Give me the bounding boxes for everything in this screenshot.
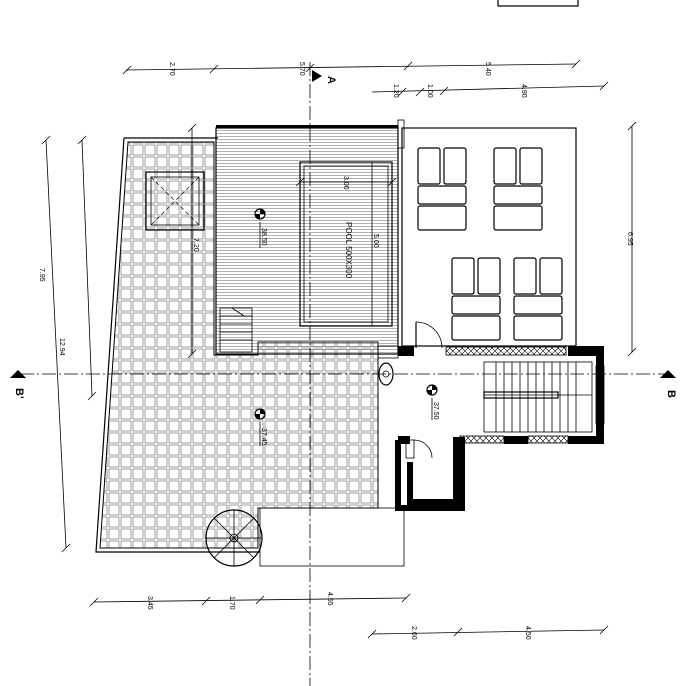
top-sub-dimension-row: 1.20 1.00 4.90	[371, 81, 609, 98]
top-dim-1: 2.70	[168, 62, 175, 76]
section-marker-b: B	[660, 370, 677, 398]
section-marker-a: A	[312, 70, 337, 84]
skylight	[145, 171, 205, 231]
entry-door	[415, 321, 443, 349]
deck-depth-label: 7.20	[192, 238, 199, 252]
bottom-dim-2: 1.70	[228, 596, 235, 610]
pool-deck	[215, 125, 399, 355]
deck-depth-dim: 7.20	[187, 123, 199, 359]
pool-length-label: 5.00	[372, 234, 379, 248]
pool-width-label: 3.00	[342, 176, 349, 190]
terrace-area	[95, 137, 379, 553]
level-marker-deck: 38.50	[254, 208, 267, 248]
level-marker-landing: 37.50	[426, 384, 439, 420]
section-marker-b-label: B	[665, 390, 677, 398]
bottom-sub-dim-1: 2.60	[410, 626, 417, 640]
pool-length-dim: 5.00	[371, 162, 379, 326]
top-sub-dim-1: 1.20	[392, 84, 399, 98]
stair-core	[398, 346, 605, 444]
lounge-area	[397, 119, 577, 347]
top-sub-dim-3: 4.90	[520, 84, 527, 98]
bottom-sub-dimension-row: 2.60 4.50	[367, 625, 609, 640]
pool-width-dim: 3.00	[295, 176, 397, 190]
small-room	[395, 437, 465, 511]
top-dim-3: 5.40	[484, 62, 491, 76]
right-side-label: 6.95	[626, 232, 633, 246]
left-inner-dimension: 7.95	[38, 135, 97, 401]
section-marker-b-prime: B'	[10, 370, 26, 399]
lounger-set-3	[451, 257, 501, 341]
right-side-dimension: 6.95	[626, 121, 637, 357]
lounger-set-2	[493, 147, 543, 231]
left-inner-label: 7.95	[38, 268, 45, 282]
top-sub-dim-2: 1.00	[426, 84, 433, 98]
level-marker-terrace: 37.45	[254, 408, 267, 446]
top-dim-2: 5.70	[298, 62, 305, 76]
spiral-stair	[205, 509, 263, 567]
lower-slab	[259, 507, 405, 567]
left-outer-label: 12.94	[58, 338, 65, 356]
title-block-corner	[497, 0, 579, 7]
bottom-sub-dim-2: 4.50	[524, 626, 531, 640]
level-terrace-label: 37.45	[260, 428, 267, 446]
pool-label: POOL 500X300	[344, 222, 353, 279]
bottom-dimension-row: 3.45 1.70 4.55	[89, 592, 411, 610]
section-marker-a-label: A	[325, 76, 337, 84]
lounger-set-1	[417, 147, 467, 231]
top-dimension-row: 2.70 5.70 5.40	[122, 59, 581, 76]
lounger-set-4	[513, 257, 563, 341]
bottom-dim-3: 4.55	[326, 592, 333, 606]
level-landing-label: 37.50	[432, 402, 439, 420]
deck-steps	[219, 307, 253, 353]
bottom-dim-1: 3.45	[146, 596, 153, 610]
level-deck-label: 38.50	[260, 228, 267, 246]
pool	[299, 161, 393, 327]
left-outer-dimension: 12.94	[41, 135, 71, 553]
section-marker-b-prime-label: B'	[13, 388, 25, 399]
